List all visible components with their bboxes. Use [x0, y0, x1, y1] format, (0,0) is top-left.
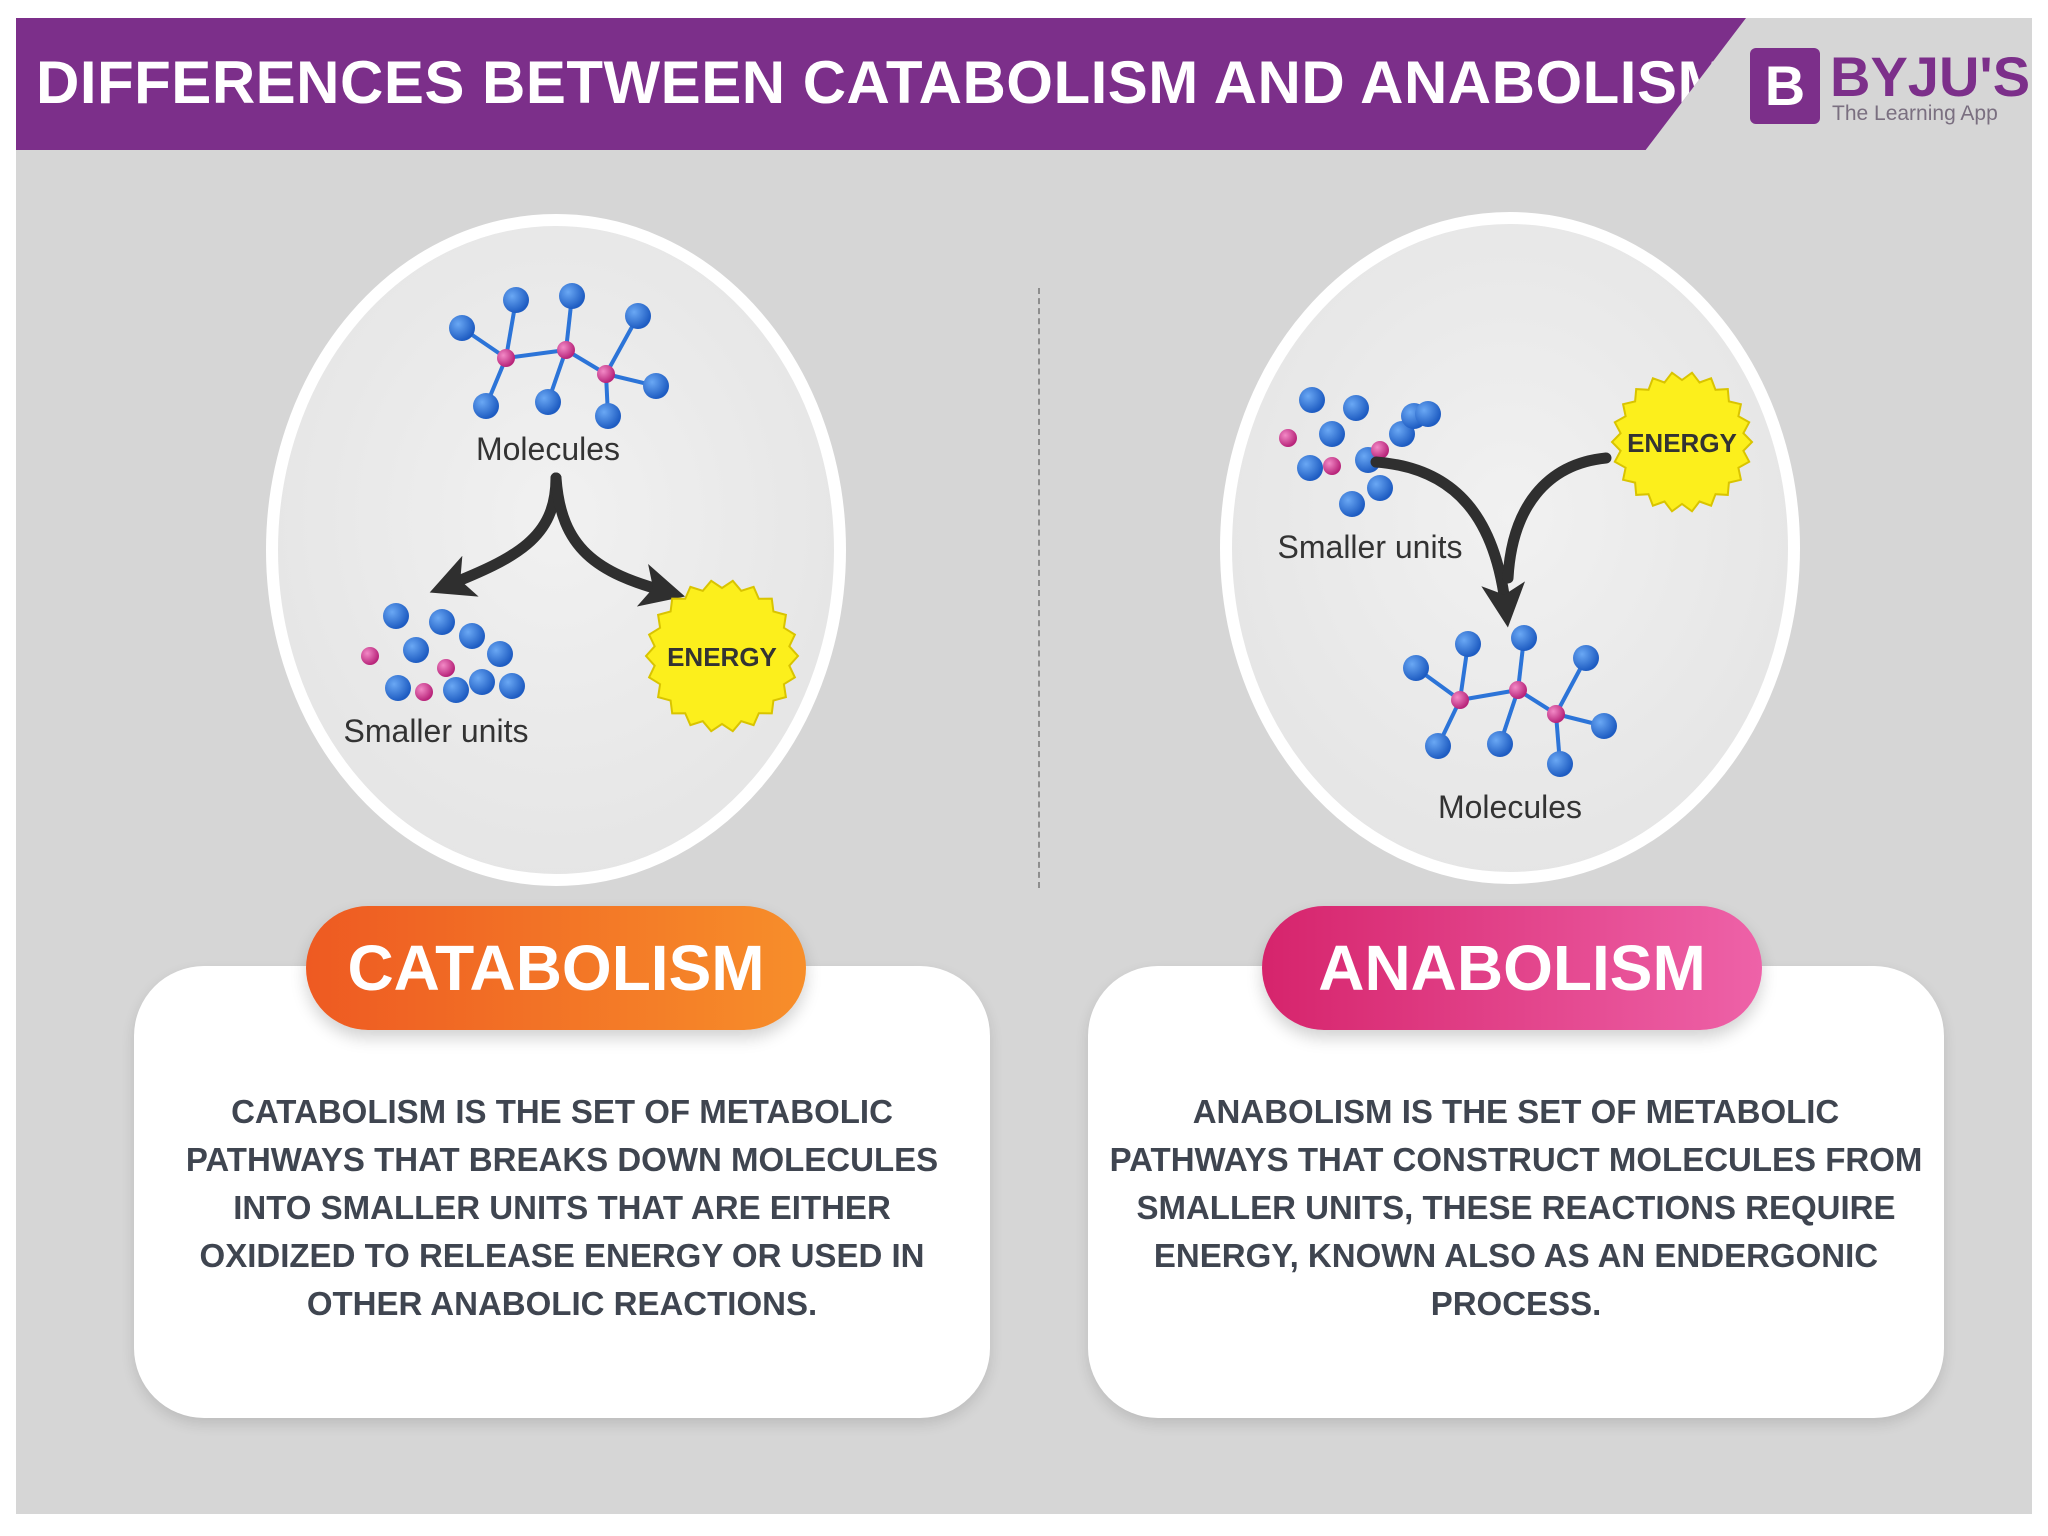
arrow-to-energy-icon	[550, 472, 686, 607]
molecules-label: Molecules	[1438, 789, 1582, 825]
catabolism-title-badge: CATABOLISM	[306, 906, 806, 1030]
metabolism-diagrams: Molecules	[266, 212, 1800, 886]
section-divider	[1038, 288, 1040, 888]
smaller-units-label: Smaller units	[1278, 529, 1463, 565]
anabolism-title-badge: ANABOLISM	[1262, 906, 1762, 1030]
catabolism-diagram: Molecules	[266, 214, 846, 886]
molecule-chain-icon	[449, 283, 669, 429]
page-title: DIFFERENCES BETWEEN CATABOLISM AND ANABO…	[36, 49, 1728, 116]
anabolism-description: Anabolism is the set of metabolic pathwa…	[1109, 1093, 1923, 1322]
energy-burst-icon: ENERGY	[1610, 371, 1754, 513]
catabolism-description: Catabolism is the set of metabolic pathw…	[185, 1093, 939, 1322]
anabolism-card: Anabolism is the set of metabolic pathwa…	[1088, 966, 1944, 1418]
header-banner: DIFFERENCES BETWEEN CATABOLISM AND ANABO…	[16, 18, 1746, 150]
arrow-from-energy-icon	[1502, 452, 1612, 584]
energy-label: ENERGY	[1627, 428, 1737, 458]
catabolism-card: Catabolism is the set of metabolic pathw…	[134, 966, 990, 1418]
byjus-logo: B BYJU'S The Learning App	[1750, 45, 2030, 138]
energy-label: ENERGY	[667, 642, 777, 672]
molecules-label: Molecules	[476, 431, 620, 467]
energy-burst-icon: ENERGY	[644, 579, 800, 733]
logo-name: BYJU'S	[1830, 45, 2031, 108]
infographic: DIFFERENCES BETWEEN CATABOLISM AND ANABO…	[16, 18, 2032, 1514]
logo-tagline: The Learning App	[1832, 102, 1998, 125]
anabolism-diagram: Smaller units ENERGY	[1220, 212, 1800, 884]
smaller-units-cluster-icon	[361, 603, 525, 703]
smaller-units-label: Smaller units	[344, 713, 529, 749]
molecule-chain-icon	[1403, 625, 1617, 777]
smaller-units-cluster-icon	[1279, 387, 1441, 517]
logo-mark-icon: B	[1750, 48, 1820, 124]
arrow-from-smaller-units-icon	[1370, 456, 1526, 628]
catabolism-oval	[266, 214, 846, 886]
